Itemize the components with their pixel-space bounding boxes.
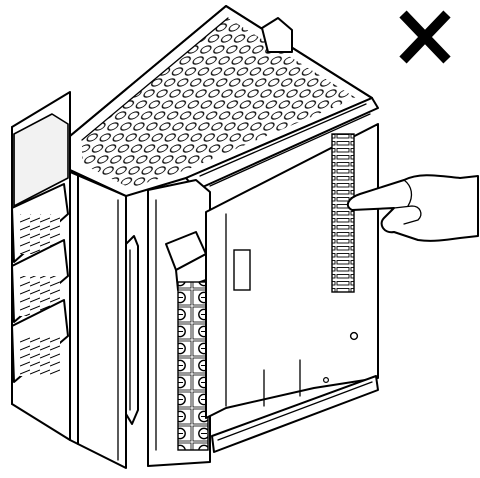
din-rail-foot <box>211 375 379 453</box>
x-mark-icon <box>399 10 451 64</box>
side-panel <box>205 123 379 419</box>
terminal-block <box>147 179 211 467</box>
adjacent-unit <box>11 91 71 441</box>
front-cover <box>69 171 139 469</box>
top-vent-surface <box>69 5 373 197</box>
hand-icon <box>346 174 479 242</box>
